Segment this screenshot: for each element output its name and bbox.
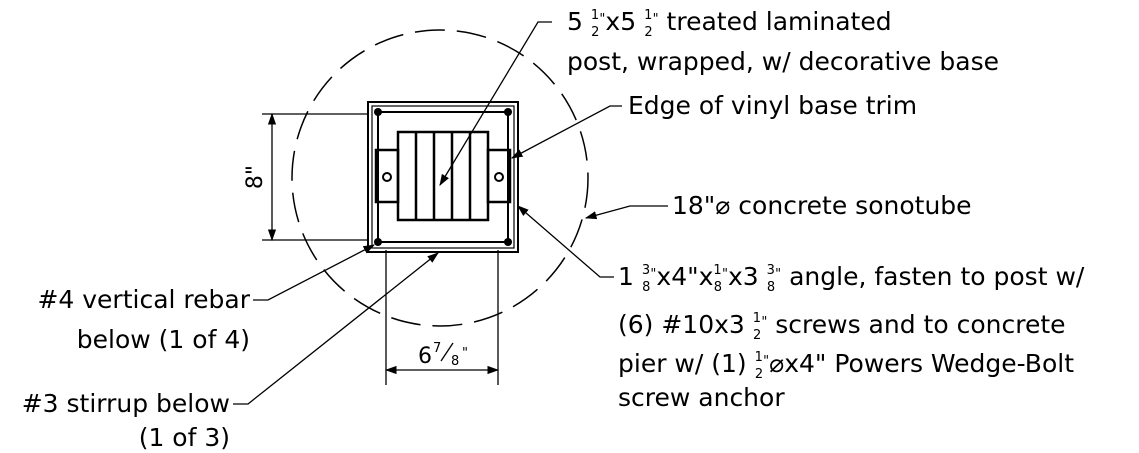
- leader-trim: [510, 105, 622, 159]
- laminated-post: [396, 130, 490, 222]
- rebar-bottom-left: [374, 238, 382, 246]
- rebar-top-right: [504, 108, 512, 116]
- dimension-8in: [262, 112, 368, 242]
- angle-left: [374, 148, 400, 204]
- leader-rebar: [253, 244, 376, 301]
- post-label-line2: post, wrapped, w/ decorative base: [567, 47, 999, 76]
- angle-label-line4: screw anchor: [618, 383, 785, 412]
- rebar-top-left: [374, 108, 382, 116]
- dimension-6-7-8in-whole: 6: [418, 344, 432, 369]
- trim-label: Edge of vinyl base trim: [628, 91, 917, 120]
- stirrup-outline: [371, 105, 515, 249]
- leader-angle: [517, 205, 614, 278]
- dimension-6-7-8in: [384, 250, 500, 385]
- sonotube-circle: [291, 29, 589, 327]
- dimension-8in-label: 8": [243, 165, 268, 189]
- leader-stirrup: [233, 252, 439, 405]
- sonotube-label: 18"⌀ concrete sonotube: [672, 191, 972, 220]
- dimension-6-7-8in-inch: ": [462, 346, 468, 361]
- dimension-6-7-8in-den: 8: [451, 354, 459, 369]
- rebar-bottom-right: [504, 238, 512, 246]
- base-trim-outline: [377, 111, 509, 243]
- stirrup-label-line1: #3 stirrup below: [22, 389, 230, 418]
- stirrup-label-line2: (1 of 3): [139, 423, 230, 452]
- rebar-label-line2: below (1 of 4): [77, 325, 250, 354]
- dimension-6-7-8in-num: 7: [433, 341, 441, 356]
- leader-post: [439, 21, 552, 187]
- rebar-label-line1: #4 vertical rebar: [37, 285, 250, 314]
- leader-sonotube: [584, 205, 668, 220]
- angle-right: [486, 148, 512, 204]
- pier-outline: [367, 101, 519, 253]
